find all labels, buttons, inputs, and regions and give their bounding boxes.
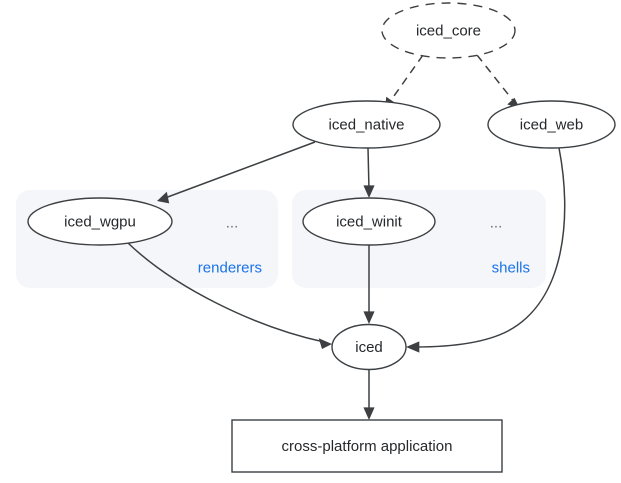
node-iced-winit[interactable]: iced_winit [302,197,436,246]
node-iced-wgpu-label: iced_wgpu [64,214,136,231]
edge-path [164,141,316,199]
node-iced-shape[interactable] [331,323,407,371]
cluster-renderers-label: renderers [198,260,262,277]
cluster-shells-label: shells [492,260,530,277]
renderers-ellipsis-label: ... [226,215,239,232]
arrow-head [363,185,375,198]
node-iced-core-shape[interactable] [381,2,516,59]
arrow-head [363,407,375,420]
edge-iced-winit-to-iced [363,245,375,324]
edge-path [367,147,370,191]
edge-path [127,242,325,343]
node-application-label: cross-platform application [282,438,453,455]
node-application[interactable]: cross-platform application [231,419,503,473]
edge-iced-native-to-iced-winit [363,147,375,198]
node-iced-label: iced [355,339,383,356]
arrow-head [318,338,332,349]
arrow-head [406,341,420,353]
node-application-shape[interactable] [231,419,503,473]
edge-iced-web-to-iced [406,147,566,353]
node-iced[interactable]: iced [331,323,407,371]
edge-path [388,54,424,104]
edge-iced-wgpu-to-iced [127,242,332,349]
node-iced-web[interactable]: iced_web [487,100,616,149]
edge-iced-to-application [363,370,375,420]
edge-path [414,147,566,348]
shells-ellipsis-label: ... [490,215,503,232]
node-iced-core[interactable]: iced_core [381,2,516,59]
node-iced-core-label: iced_core [416,23,481,40]
node-iced-native-shape[interactable] [292,100,441,149]
node-iced-web-label: iced_web [520,117,583,134]
arrow-head [363,311,375,324]
node-iced-winit-label: iced_winit [336,214,403,231]
node-iced-native-label: iced_native [329,117,405,134]
node-iced-native[interactable]: iced_native [292,100,441,149]
edge-path [476,54,516,104]
edge-iced-native-to-iced-wgpu [157,141,316,204]
node-iced-winit-shape[interactable] [302,197,436,246]
node-iced-wgpu-shape[interactable] [27,197,173,246]
node-iced-web-shape[interactable] [487,100,616,149]
node-iced-wgpu[interactable]: iced_wgpu [27,197,173,246]
edge-iced-core-to-iced-web [476,54,520,109]
arrow-head [157,191,170,204]
